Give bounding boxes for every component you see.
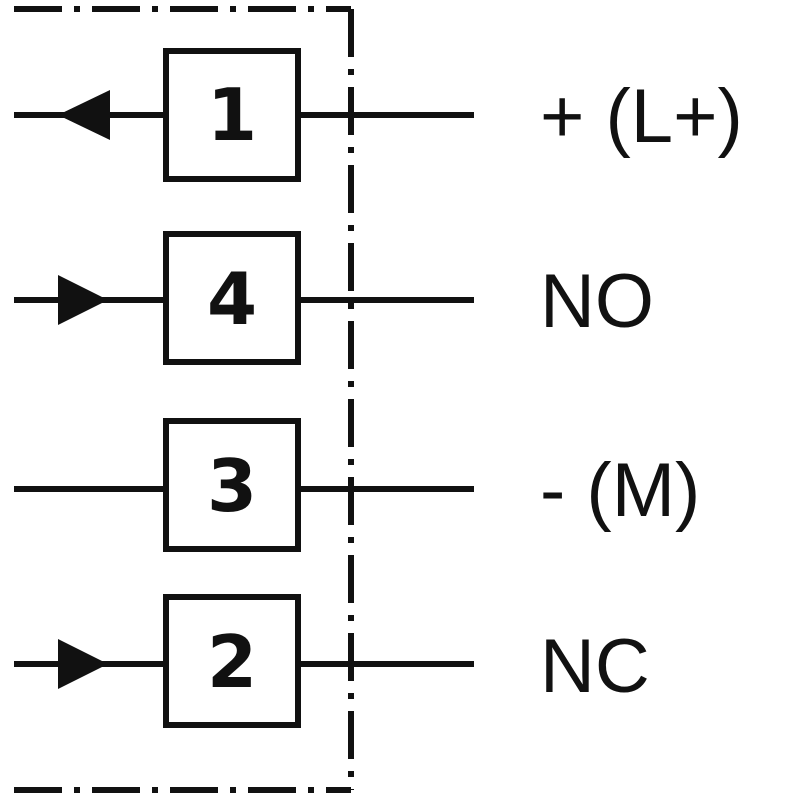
connector-row-3: 3 - (M) xyxy=(14,418,700,552)
pin-number: 4 xyxy=(207,257,257,341)
pin-box xyxy=(163,418,301,552)
pin-number: 2 xyxy=(207,620,257,704)
signal-label: - (M) xyxy=(540,448,700,533)
pin-box xyxy=(163,48,301,182)
signal-label: NC xyxy=(540,624,650,709)
arrow-left-icon xyxy=(58,90,110,140)
connector-row-2: 4 NO xyxy=(14,231,654,365)
pin-number: 1 xyxy=(207,73,257,157)
arrow-right-icon xyxy=(58,639,108,689)
housing-boundary xyxy=(14,6,354,793)
connector-row-1: 1 + (L+) xyxy=(14,48,743,182)
pin-box xyxy=(163,594,301,728)
signal-label: NO xyxy=(540,259,654,344)
arrow-right-icon xyxy=(58,275,108,325)
connector-row-4: 2 NC xyxy=(14,594,650,728)
pin-number: 3 xyxy=(207,444,257,528)
signal-label: + (L+) xyxy=(540,74,743,159)
